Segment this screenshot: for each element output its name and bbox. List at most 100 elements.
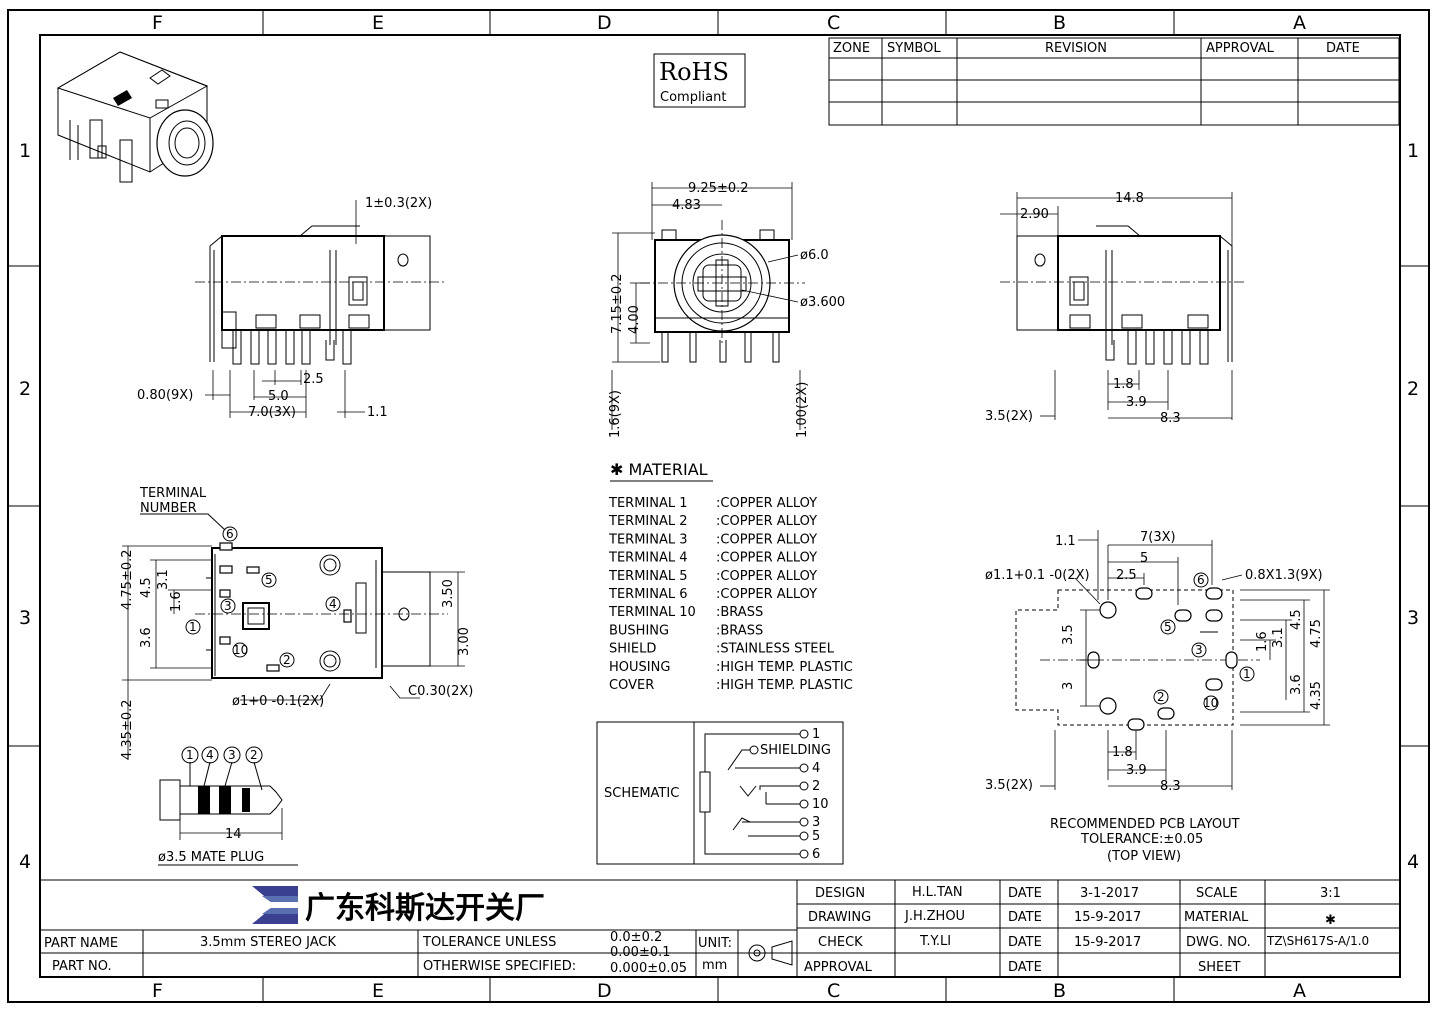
zone-row-4-right: 4 (1407, 851, 1419, 873)
material-heading: ✱ MATERIAL (610, 460, 708, 479)
tolerance-label-1: TOLERANCE UNLESS (422, 935, 556, 950)
front-dim-483: 4.83 (672, 198, 701, 213)
rohs-logo: RoHS Compliant (653, 53, 746, 108)
zone-row-2-right: 2 (1407, 378, 1419, 400)
front-dim-925: 9.25±0.2 (688, 181, 749, 196)
side-dim-11: 1.1 (367, 405, 388, 420)
front-dim-phi36: ø3.600 (800, 295, 845, 310)
front-dim-phi6: ø6.0 (800, 248, 829, 263)
date-value-3: 15-9-2017 (1074, 935, 1141, 950)
front-dim-400: 4.00 (627, 305, 642, 334)
scale-label: SCALE (1196, 886, 1238, 901)
drawing-label: DRAWING (808, 910, 871, 925)
material-value-3: :COPPER ALLOY (716, 551, 817, 566)
iso-jack-view (56, 51, 214, 183)
approval-label: APPROVAL (804, 960, 873, 975)
pcb-dim-45: 4.5 (1289, 609, 1304, 630)
pcb-dim-435: 4.35 (1309, 681, 1324, 710)
part-name-value: 3.5mm STEREO JACK (200, 935, 336, 950)
pcb-dim-25: 2.5 (1116, 568, 1137, 583)
material-label: MATERIAL (1184, 910, 1249, 925)
pcb-dim-35b: 3.5(2X) (985, 778, 1033, 793)
plug-label-2: 2 (250, 748, 258, 762)
top-term-1: 1 (189, 620, 197, 634)
top-term-10: 10 (233, 643, 248, 657)
pcb-dim-slot: 0.8X1.3(9X) (1245, 568, 1323, 583)
part-no-label: PART NO. (52, 959, 112, 974)
schematic: SCHEMATIC 1 SHIELDING 4 2 10 3 5 6 (596, 721, 844, 865)
plug-label-3: 3 (228, 748, 236, 762)
material-part-8: SHIELD (609, 642, 656, 657)
top-term-6: 6 (226, 527, 234, 541)
zone-col-d-top: D (597, 12, 612, 34)
date-label-3: DATE (1008, 935, 1042, 950)
design-value: H.L.TAN (912, 885, 963, 900)
pcb-dim-36: 3.6 (1289, 674, 1304, 695)
title-block: 广东科斯达开关厂 PART NAME 3.5mm STEREO JACK PAR… (39, 879, 1401, 978)
zone-col-a-bottom: A (1293, 980, 1306, 1002)
material-value-2: :COPPER ALLOY (716, 532, 817, 547)
zone-row-4-left: 4 (19, 851, 31, 873)
material-value: ✱ (1325, 913, 1336, 928)
top-term-5: 5 (265, 573, 273, 587)
tolerance-label-2: OTHERWISE SPECIFIED: (423, 959, 576, 974)
tolerance-value-1: 0.0±0.2 (610, 930, 662, 945)
top-term-3: 3 (224, 599, 232, 613)
rev-header-revision: REVISION (1045, 41, 1107, 56)
side-dim-080: 0.80(9X) (137, 388, 193, 403)
pcb-term-10: 10 (1203, 696, 1218, 710)
check-value: T.Y.LI (919, 934, 951, 949)
front-dim-16: 1.6(9X) (608, 390, 623, 438)
date-value-2: 15-9-2017 (1074, 910, 1141, 925)
date-value-1: 3-1-2017 (1080, 886, 1139, 901)
material-part-9: HOUSING (609, 660, 670, 675)
zone-col-a-top: A (1293, 12, 1306, 34)
rev-header-symbol: SYMBOL (887, 41, 941, 56)
pcb-dim-83: 8.3 (1160, 779, 1181, 794)
side-dim-70: 7.0(3X) (248, 405, 296, 420)
rohs-title: RoHS (659, 58, 729, 86)
side-view: 1±0.3(2X) 0.80(9X) 2.5 5.0 7.0(3X) 1.1 (137, 196, 445, 420)
material-value-0: :COPPER ALLOY (716, 496, 817, 511)
dwg-no-value: TZ\SH617S-A/1.0 (1266, 934, 1369, 948)
zone-col-e-top: E (372, 12, 384, 34)
pcb-dim-5: 5 (1140, 551, 1148, 566)
rear-dim-83: 8.3 (1160, 411, 1181, 426)
side-dim-50: 5.0 (268, 389, 289, 404)
top-dim-c030: C0.30(2X) (408, 684, 473, 699)
pcb-dim-35: 3.5 (1061, 624, 1076, 645)
front-dim-100: 1.00(2X) (795, 382, 810, 438)
top-dim-16: 1.6 (169, 591, 184, 612)
rev-header-zone: ZONE (833, 41, 870, 56)
zone-col-f-bottom: F (152, 980, 163, 1002)
pcb-dim-16: 1.6 (1255, 631, 1270, 652)
pcb-dim-11: 1.1 (1055, 534, 1076, 549)
pcb-dim-hole: ø1.1+0.1 -0(2X) (985, 568, 1090, 583)
date-label-2: DATE (1008, 910, 1042, 925)
pcb-term-1: 1 (1243, 667, 1251, 681)
pcb-term-2: 2 (1157, 690, 1165, 704)
pcb-dim-7: 7(3X) (1140, 530, 1176, 545)
top-dim-36: 3.6 (139, 627, 154, 648)
rohs-subtitle: Compliant (660, 90, 726, 105)
top-dim-hole: ø1+0 -0.1(2X) (232, 694, 324, 709)
pcb-term-6: 6 (1197, 573, 1205, 587)
material-value-7: :BRASS (716, 623, 763, 638)
schem-pin-10: 10 (812, 797, 829, 812)
date-label-1: DATE (1008, 886, 1042, 901)
pcb-dim-18: 1.8 (1112, 745, 1133, 760)
zone-col-b-top: B (1053, 12, 1066, 34)
part-name-label: PART NAME (44, 936, 118, 951)
material-value-4: :COPPER ALLOY (716, 569, 817, 584)
material-value-6: :BRASS (716, 605, 763, 620)
rear-dim-18: 1.8 (1113, 377, 1134, 392)
zone-col-b-bottom: B (1053, 980, 1066, 1002)
zone-row-1-right: 1 (1407, 140, 1419, 162)
material-part-1: TERMINAL 2 (608, 514, 688, 529)
top-dim-350: 3.50 (441, 579, 456, 608)
unit-value: mm (702, 958, 727, 973)
rear-dim-290: 2.90 (1020, 207, 1049, 222)
zone-row-3-left: 3 (19, 607, 31, 629)
company-logo-icon (252, 886, 298, 924)
